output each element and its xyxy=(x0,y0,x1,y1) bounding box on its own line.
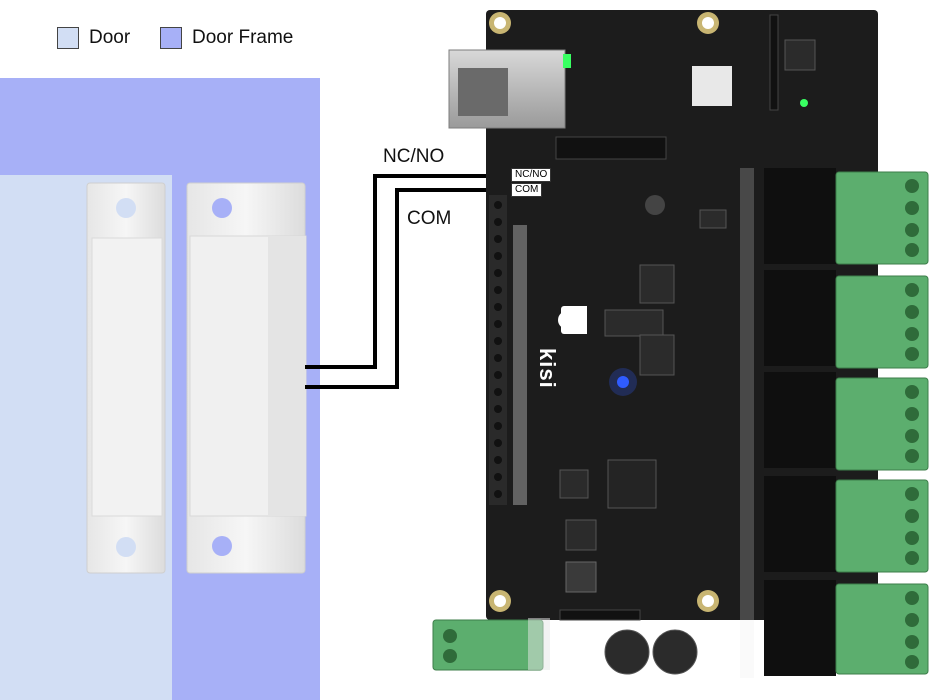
relay-5 xyxy=(764,580,836,676)
legend-swatch-door-frame xyxy=(160,27,182,49)
status-led-green xyxy=(800,99,808,107)
chip-module xyxy=(692,66,732,106)
relay-1 xyxy=(764,168,836,264)
terminal-tag-com: COM xyxy=(511,183,543,197)
legend-label-door-frame: Door Frame xyxy=(192,27,294,48)
capacitor-1 xyxy=(604,629,650,675)
relay-terminals xyxy=(835,171,929,675)
relay-2 xyxy=(764,270,836,366)
door-magnet xyxy=(86,182,166,574)
legend-swatch-door xyxy=(57,27,79,49)
controller-board xyxy=(432,10,929,678)
wire-label-com: COM xyxy=(407,208,452,229)
legend-label-door: Door xyxy=(89,27,131,48)
wire-nc-no xyxy=(305,174,512,369)
terminal-tag-nc-no: NC/NO xyxy=(511,168,552,182)
capacitor-2 xyxy=(652,629,698,675)
legend-item-door-frame: Door Frame xyxy=(160,26,293,50)
board-logo-text: kisi xyxy=(535,348,560,389)
kisi-logo xyxy=(558,306,587,334)
relay-4 xyxy=(764,476,836,572)
legend-item-door: Door xyxy=(57,26,130,50)
relay-3 xyxy=(764,372,836,468)
status-led-blue xyxy=(617,376,629,388)
wire-com xyxy=(305,188,512,389)
frame-sensor xyxy=(186,182,307,574)
status-led-green-top xyxy=(563,54,571,68)
wire-label-nc-no: NC/NO xyxy=(383,146,445,167)
